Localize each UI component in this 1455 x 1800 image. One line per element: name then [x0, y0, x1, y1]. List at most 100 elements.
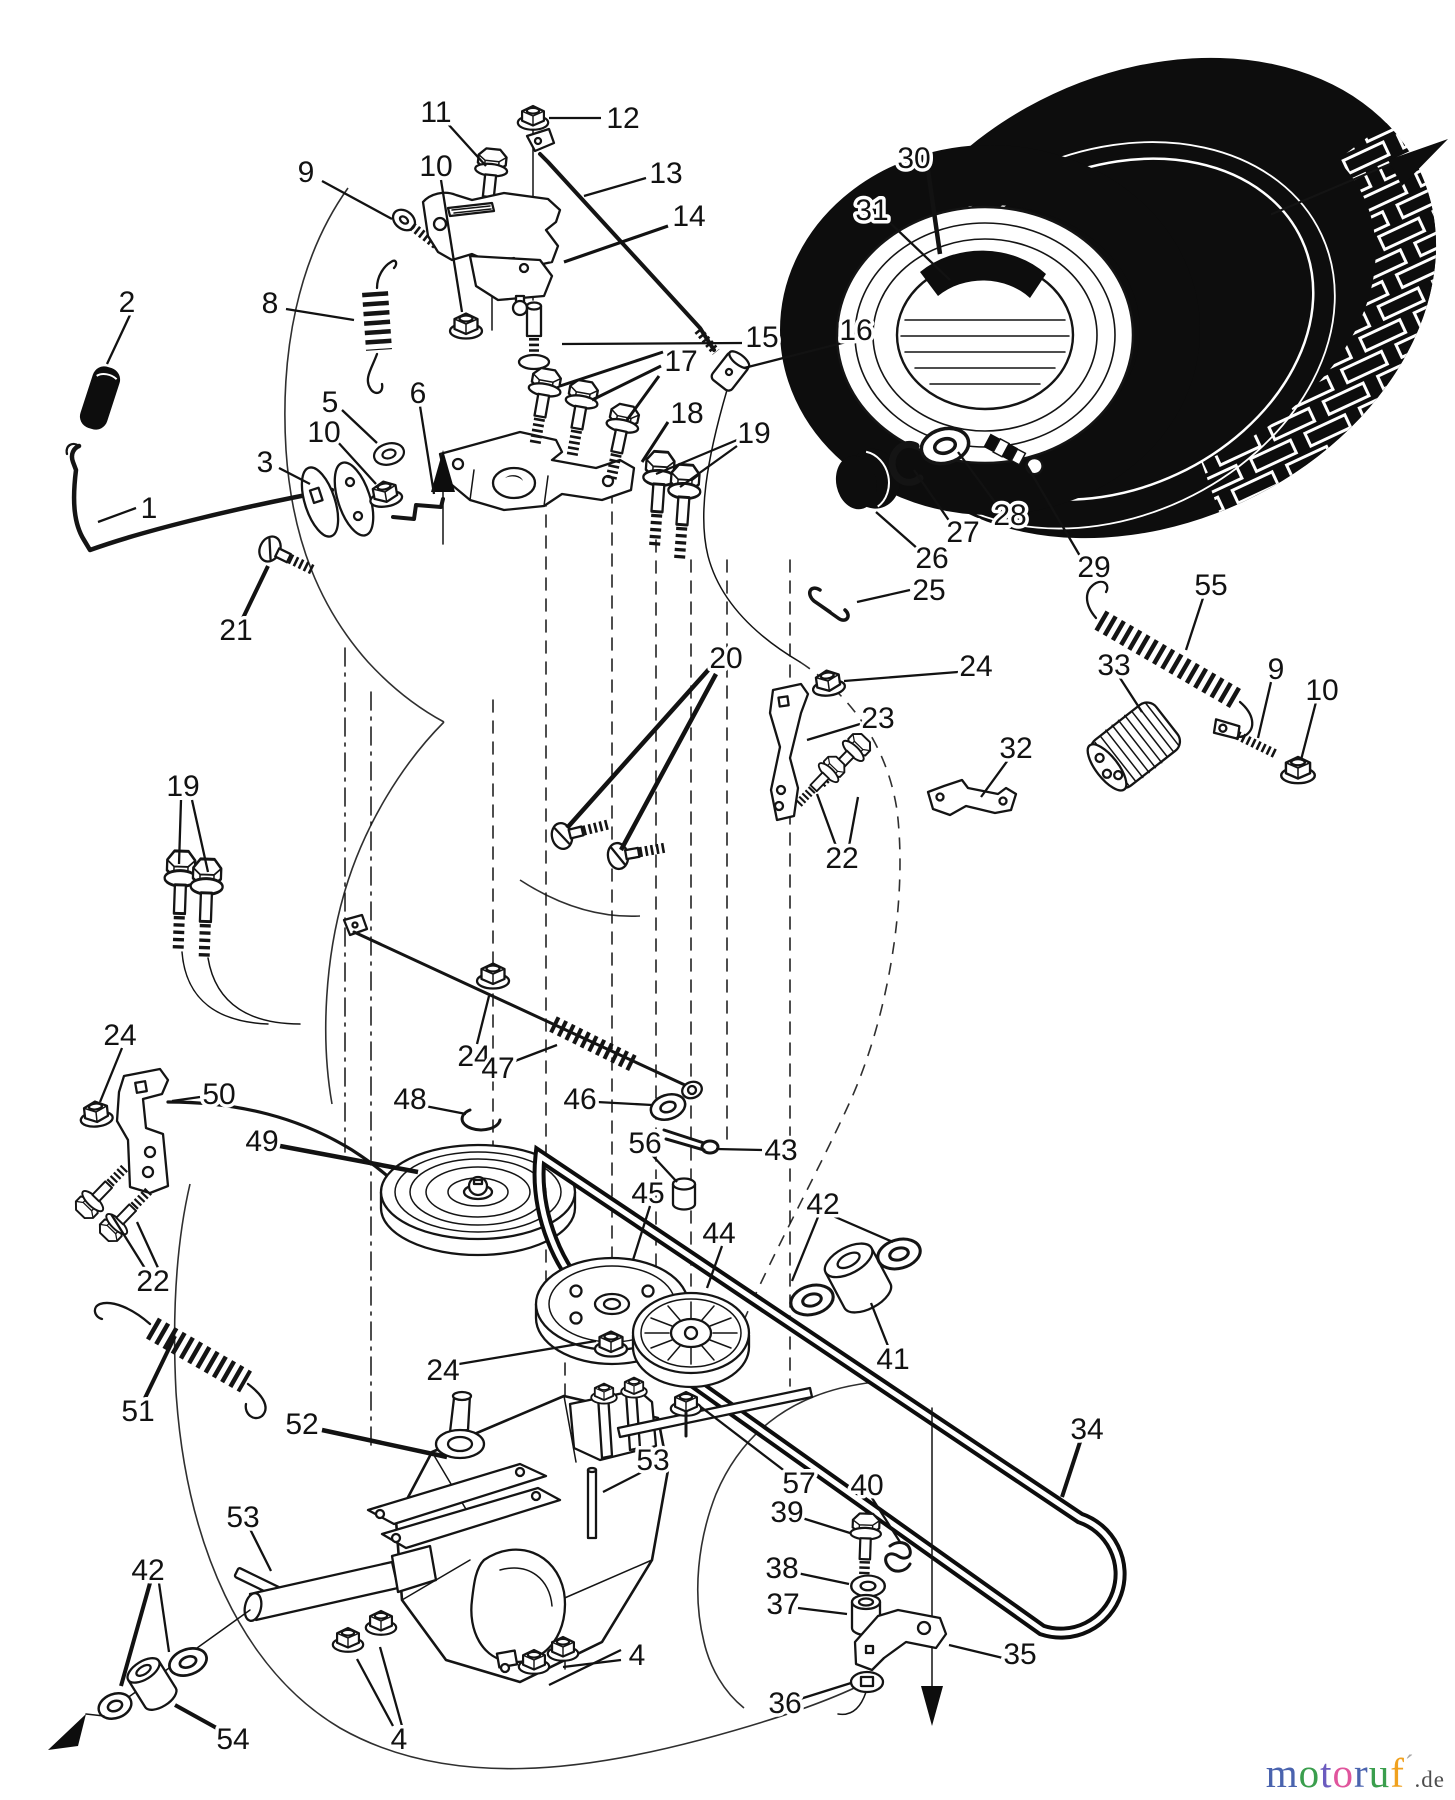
washer-42	[164, 1642, 212, 1682]
part-label-4: 4	[629, 1639, 646, 1672]
top-linkage	[421, 104, 720, 871]
leader-line-24	[98, 1047, 124, 1103]
leader-line-4	[355, 1658, 395, 1727]
down-arrow	[921, 1686, 943, 1726]
leader-line-38	[796, 1571, 850, 1586]
part-label-24: 24	[426, 1354, 459, 1387]
hub-bore	[900, 250, 1070, 385]
rod-57	[616, 1386, 814, 1439]
spring-8	[362, 259, 398, 395]
part-label-32: 32	[999, 732, 1032, 765]
ferrule-16	[710, 350, 751, 392]
shoulder-bolt-15	[517, 301, 551, 371]
part-label-37: 37	[766, 1588, 799, 1621]
transaxle-gearbox	[243, 1376, 814, 1684]
nut-24	[809, 667, 848, 699]
part-label-17: 17	[664, 345, 697, 378]
valve-stem	[983, 433, 1044, 476]
nut-12	[516, 104, 550, 131]
site-watermark: motoruf´.de	[1266, 1752, 1445, 1794]
leader-line-24	[843, 670, 959, 683]
spacer-41	[823, 1242, 893, 1314]
washer-54	[93, 1687, 137, 1725]
up-right-arrow	[1388, 139, 1448, 186]
leader-line-36	[799, 1681, 852, 1701]
leader-line-17	[625, 375, 661, 421]
leader-line-4	[378, 1646, 404, 1727]
part-label-22: 22	[136, 1265, 169, 1298]
leader-line-24	[458, 1339, 597, 1366]
leader-line-20	[619, 672, 718, 852]
watermark-apostrophe: ´	[1404, 1750, 1415, 1779]
leader-line-19	[177, 799, 183, 865]
mount-tower	[568, 1376, 658, 1462]
leader-line-11	[447, 123, 487, 167]
part-label-16: 16	[839, 314, 872, 347]
leader-line-41	[869, 1302, 890, 1347]
part-label-38: 38	[765, 1552, 798, 1585]
leader-line-39	[801, 1516, 851, 1535]
input-shaft-52	[434, 1390, 486, 1460]
nut-10	[366, 477, 405, 511]
part-label-26: 26	[915, 542, 948, 575]
bolt-19	[162, 851, 197, 950]
spacer-42	[126, 1657, 178, 1711]
pivot-plate	[333, 461, 375, 537]
leader-line-9	[1256, 681, 1273, 739]
part-label-36: 36	[768, 1687, 801, 1720]
bracket-50	[115, 1067, 170, 1195]
bracket-14	[421, 191, 562, 317]
leader-line-27	[913, 469, 951, 523]
leader-line-40	[871, 1497, 901, 1543]
leader-line-17	[559, 350, 664, 388]
part-label-45: 45	[631, 1177, 664, 1210]
leader-line-42	[790, 1216, 820, 1282]
bottom-left-hardware	[48, 1609, 251, 1750]
part-label-39: 39	[770, 1496, 803, 1529]
part-label-55: 55	[1194, 569, 1227, 602]
nut-24	[475, 962, 511, 990]
part-label-19: 19	[737, 417, 770, 450]
part-label-47: 47	[481, 1052, 514, 1085]
leader-line-35	[948, 1643, 1004, 1660]
leader-line-20	[565, 666, 712, 830]
right-hardware	[768, 421, 1317, 822]
watermark-letter-u: u	[1368, 1750, 1391, 1796]
part-label-57: 57	[782, 1467, 815, 1500]
leader-line-18	[640, 421, 670, 463]
nut-10	[448, 312, 484, 340]
watermark-letter-m: m	[1265, 1750, 1299, 1796]
leader-line-9	[321, 179, 393, 221]
leader-line-37	[797, 1606, 848, 1616]
e-ring-48	[460, 1108, 502, 1132]
part-label-9: 9	[1268, 653, 1285, 686]
e-ring-27	[888, 440, 924, 486]
watermark-letter-r: r	[1354, 1750, 1369, 1796]
part-label-10: 10	[419, 150, 452, 183]
cable-linkage	[702, 350, 801, 663]
leader-line-28	[957, 451, 998, 506]
part-label-30: 30	[897, 142, 930, 175]
nut-4	[331, 1626, 365, 1653]
part-label-40: 40	[850, 1469, 883, 1502]
leader-line-5	[341, 409, 378, 444]
part-label-54: 54	[216, 1723, 249, 1756]
leader-line-21	[241, 565, 270, 619]
lever-grip	[79, 366, 121, 430]
nut-4	[364, 1609, 398, 1636]
part-label-10: 10	[1305, 674, 1338, 707]
leader-line-24	[475, 995, 491, 1045]
part-label-42: 42	[806, 1188, 839, 1221]
leader-line-53	[602, 1468, 647, 1494]
screw-20	[606, 835, 667, 871]
leader-line-22	[110, 1213, 147, 1271]
bolt-17	[556, 378, 601, 457]
nut-10	[1279, 755, 1317, 785]
part-label-8: 8	[262, 287, 279, 320]
leader-line-13	[583, 176, 647, 198]
leader-line-57	[700, 1406, 787, 1473]
leader-line-2	[105, 314, 132, 365]
washer-5	[370, 438, 408, 470]
part-label-24: 24	[457, 1040, 490, 1073]
part-label-28: 28	[993, 499, 1026, 532]
